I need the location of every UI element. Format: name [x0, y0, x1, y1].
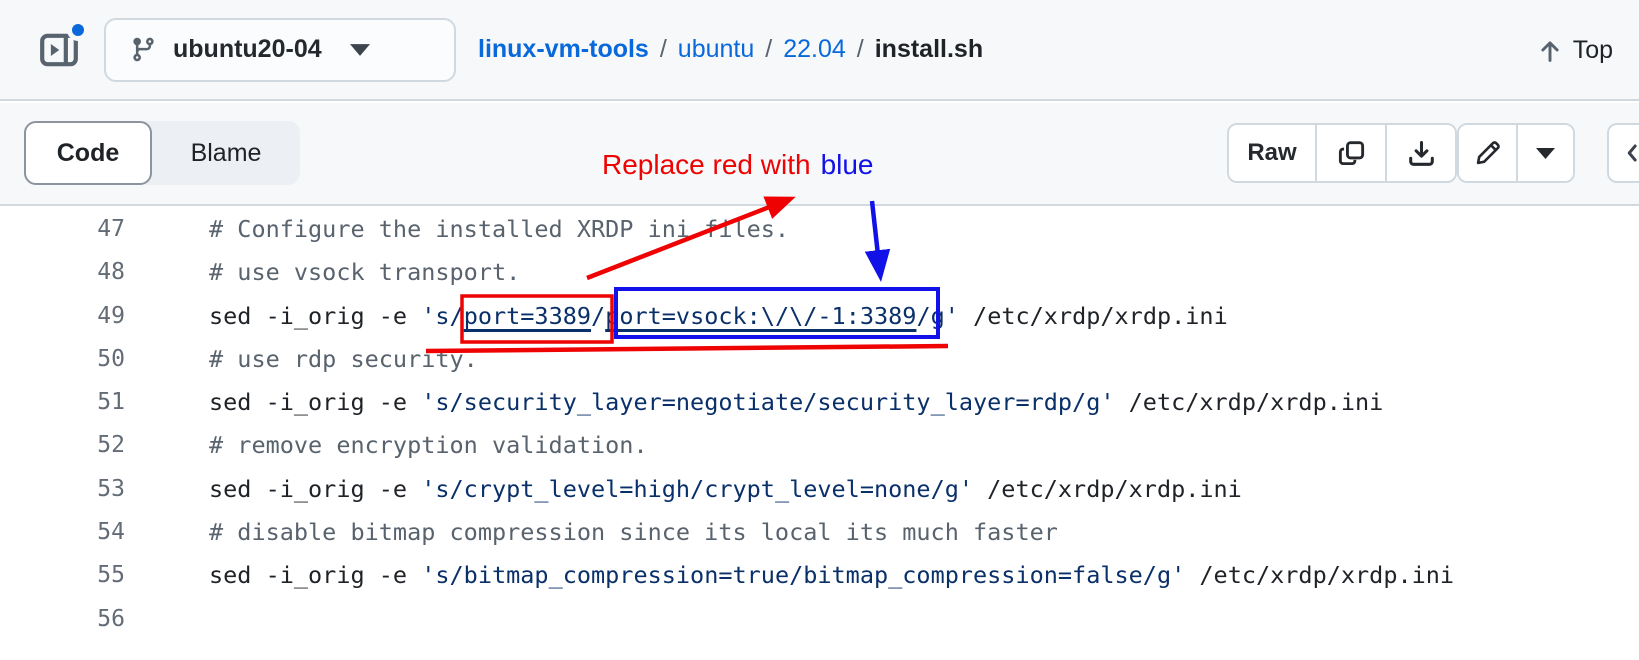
code-segment: # use vsock transport.	[209, 258, 521, 287]
code-line: 56	[0, 598, 1639, 641]
code-text: sed -i_orig -e 's/bitmap_compression=tru…	[125, 554, 1454, 597]
code-segment: sed -i_orig -e	[209, 474, 422, 503]
code-text: sed -i_orig -e 's/security_layer=negotia…	[125, 381, 1383, 424]
code-line: 47 # Configure the installed XRDP ini fil…	[0, 208, 1639, 251]
code-segment: /etc/xrdp/xrdp.ini	[958, 301, 1228, 330]
breadcrumb-file-name: install.sh	[874, 35, 984, 63]
code-text: # disable bitmap compression since its l…	[125, 511, 1058, 554]
code-text: sed -i_orig -e 's/crypt_level=high/crypt…	[125, 468, 1242, 511]
tab-code[interactable]: Code	[24, 121, 152, 185]
breadcrumb: linux-vm-tools / ubuntu / 22.04 / instal…	[478, 35, 983, 64]
code-segment: /etc/xrdp/xrdp.ini	[973, 474, 1242, 503]
code-text: # use rdp security.	[125, 338, 478, 381]
scroll-to-top-button[interactable]: Top	[1537, 0, 1613, 101]
breadcrumb-separator: /	[659, 35, 667, 63]
top-label: Top	[1572, 36, 1613, 64]
code-line: 52 # remove encryption validation.	[0, 424, 1639, 467]
code-line: 50 # use rdp security.	[0, 338, 1639, 381]
breadcrumb-separator: /	[856, 35, 864, 63]
line-number[interactable]: 49	[97, 302, 125, 329]
code-segment: 's/bitmap_compression=true/bitmap_compre…	[421, 561, 1186, 590]
code-segment: sed -i_orig -e	[209, 388, 422, 417]
chevron-down-icon	[1536, 147, 1555, 159]
code-viewer: 47 # Configure the installed XRDP ini fil…	[0, 206, 1639, 660]
notification-dot	[67, 18, 89, 41]
git-branch-icon	[133, 37, 154, 62]
symbols-button[interactable]	[1609, 125, 1639, 181]
raw-button[interactable]: Raw	[1229, 125, 1315, 181]
symbols-panel-group	[1607, 123, 1639, 183]
code-segment: 's/security_layer=negotiate/security_lay…	[421, 388, 1115, 417]
page-header: ubuntu20-04 linux-vm-tools / ubuntu / 22…	[0, 0, 1639, 101]
edit-file-button[interactable]	[1459, 125, 1516, 181]
code-line: 54 # disable bitmap compression since its…	[0, 511, 1639, 554]
branch-selector-button[interactable]: ubuntu20-04	[104, 17, 456, 82]
breadcrumb-separator: /	[765, 35, 773, 63]
code-segment: sed -i_orig -e	[209, 301, 422, 330]
sidebar-panel-icon	[40, 33, 78, 66]
code-segment: /etc/xrdp/xrdp.ini	[1114, 388, 1384, 417]
code-text: # Configure the installed XRDP ini files…	[125, 208, 789, 251]
breadcrumb-folder-link[interactable]: ubuntu	[677, 35, 755, 63]
chevron-down-icon	[349, 43, 370, 56]
copy-icon	[1338, 140, 1364, 165]
line-number[interactable]: 53	[97, 475, 125, 502]
code-line: 48 # use vsock transport.	[0, 251, 1639, 294]
file-toolbar: Code Blame Raw	[0, 103, 1639, 206]
line-number[interactable]: 51	[97, 389, 125, 416]
line-number[interactable]: 54	[97, 519, 125, 546]
tab-blame[interactable]: Blame	[190, 138, 262, 167]
code-segment: 's/crypt_level=high/crypt_level=none/g'	[421, 474, 974, 503]
code-segment: # use rdp security.	[209, 344, 478, 373]
edit-button-group	[1457, 123, 1575, 183]
download-icon	[1408, 140, 1434, 166]
raw-copy-download-group: Raw	[1227, 123, 1457, 183]
code-text: sed -i_orig -e 's/port=3389/port=vsock:\…	[125, 295, 1228, 338]
pencil-icon	[1476, 141, 1500, 165]
line-number[interactable]: 56	[97, 605, 125, 632]
breadcrumb-folder-link[interactable]: 22.04	[783, 35, 846, 63]
line-number[interactable]: 47	[97, 216, 125, 242]
code-segment: /etc/xrdp/xrdp.ini	[1185, 561, 1455, 590]
copy-raw-button[interactable]	[1315, 125, 1385, 181]
code-text	[125, 598, 209, 641]
line-number[interactable]: 55	[97, 562, 125, 589]
code-symbols-icon	[1627, 144, 1637, 162]
code-segment: /	[591, 301, 606, 330]
code-segment: # remove encryption validation.	[209, 431, 648, 460]
code-segment: port=3389	[463, 301, 592, 330]
breadcrumb-repo-link[interactable]: linux-vm-tools	[478, 35, 649, 63]
line-number[interactable]: 50	[97, 345, 125, 372]
code-segment: # disable bitmap compression since its l…	[209, 518, 1058, 547]
code-blame-tabs: Code Blame	[24, 121, 300, 185]
download-raw-button[interactable]	[1385, 125, 1455, 181]
edit-dropdown-button[interactable]	[1516, 125, 1573, 181]
code-segment: sed -i_orig -e	[209, 561, 422, 590]
line-number[interactable]: 52	[97, 432, 125, 459]
code-text: # remove encryption validation.	[125, 424, 648, 467]
line-number[interactable]: 48	[97, 259, 125, 286]
code-segment: # Configure the installed XRDP ini files…	[209, 215, 790, 243]
code-segment: /g'	[916, 301, 959, 330]
arrow-up-icon	[1541, 40, 1559, 62]
code-text: # use vsock transport.	[125, 251, 520, 294]
sidebar-toggle-button[interactable]	[36, 18, 89, 73]
branch-name: ubuntu20-04	[173, 35, 322, 63]
raw-label: Raw	[1247, 139, 1297, 166]
code-segment: port=vsock:\/\/-1:3389	[605, 301, 917, 330]
code-segment: 's/	[421, 301, 464, 330]
